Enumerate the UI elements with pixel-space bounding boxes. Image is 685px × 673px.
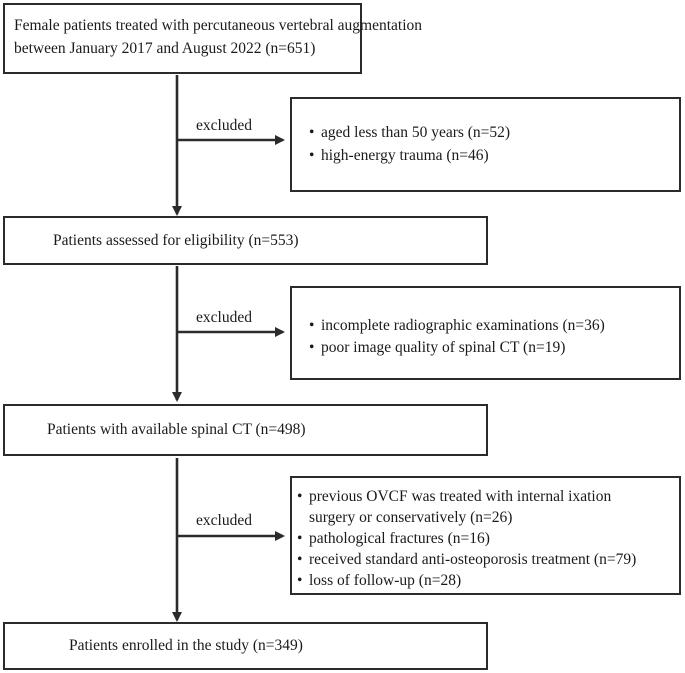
excluded-label-3: excluded: [196, 512, 252, 529]
bullet-icon: •: [309, 339, 315, 356]
exclusion-3-item-1: •previous OVCF was treated with internal…: [297, 488, 612, 505]
exclusion-box-2: •incomplete radiographic examinations (n…: [290, 286, 681, 380]
excluded-label-2: excluded: [196, 309, 252, 326]
exclusion-3-item-4: •loss of follow-up (n=28): [297, 572, 462, 589]
exclusion-2-item-1: •incomplete radiographic examinations (n…: [309, 317, 605, 334]
bullet-icon: •: [297, 488, 303, 505]
bullet-icon: •: [297, 551, 303, 568]
start-box-line2: between January 2017 and August 2022 (n=…: [14, 40, 316, 57]
bullet-icon: •: [309, 147, 315, 164]
bullet-icon: •: [297, 530, 303, 547]
available-ct-box: Patients with available spinal CT (n=498…: [3, 404, 488, 456]
bullet-icon: •: [309, 124, 315, 141]
excluded-label-1: excluded: [196, 117, 252, 134]
bullet-icon: •: [309, 317, 315, 334]
exclusion-3-item-3: •received standard anti-osteoporosis tre…: [297, 551, 637, 568]
available-ct-box-text: Patients with available spinal CT (n=498…: [47, 421, 306, 438]
exclusion-3-item-2: •pathological fractures (n=16): [297, 530, 490, 547]
start-box: Female patients treated with percutaneou…: [3, 3, 422, 74]
enrolled-box: Patients enrolled in the study (n=349): [3, 622, 488, 670]
exclusion-1-item-2: •high-energy trauma (n=46): [309, 147, 489, 164]
exclusion-box-1: •aged less than 50 years (n=52) •high-en…: [290, 97, 681, 192]
exclusion-3-item-1-cont: surgery or conservatively (n=26): [309, 509, 513, 526]
bullet-icon: •: [297, 572, 303, 589]
assessed-box: Patients assessed for eligibility (n=553…: [3, 216, 488, 265]
exclusion-2-item-2: •poor image quality of spinal CT (n=19): [309, 339, 566, 356]
enrolled-box-text: Patients enrolled in the study (n=349): [69, 637, 303, 654]
exclusion-box-3: •previous OVCF was treated with internal…: [290, 476, 681, 595]
exclusion-1-item-1: •aged less than 50 years (n=52): [309, 124, 511, 141]
start-box-line1: Female patients treated with percutaneou…: [14, 17, 423, 34]
assessed-box-text: Patients assessed for eligibility (n=553…: [53, 232, 299, 249]
